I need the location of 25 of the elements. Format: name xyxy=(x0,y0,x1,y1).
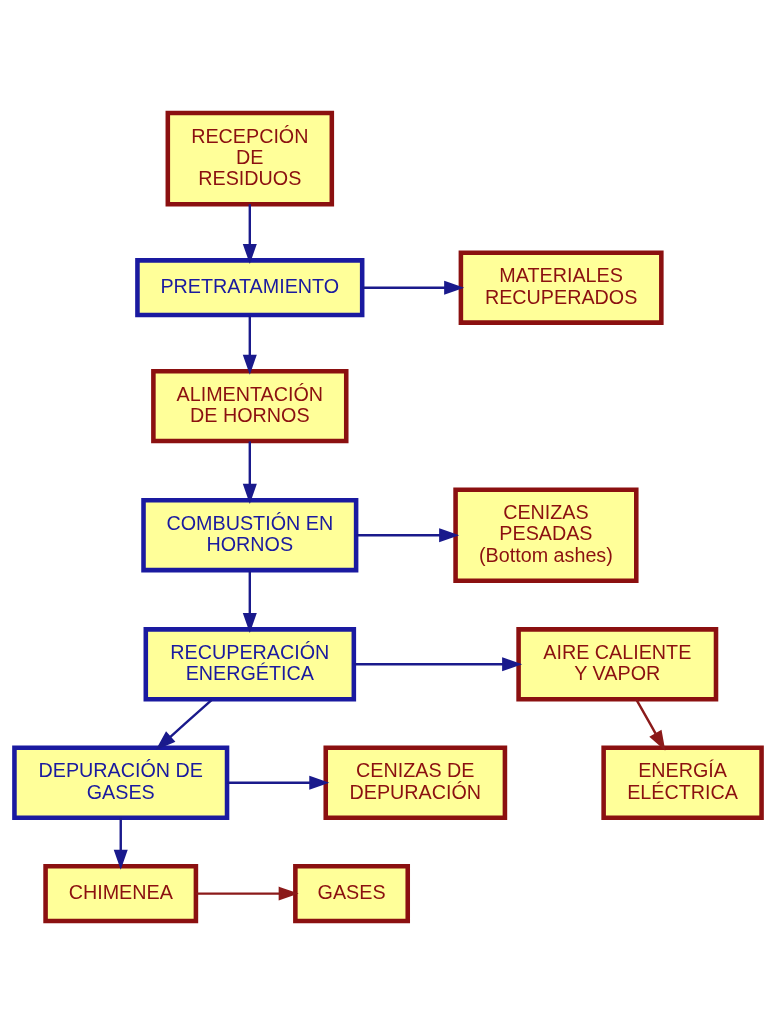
node-box: CHIMENEA xyxy=(43,864,199,924)
arrow xyxy=(242,315,257,375)
arrow xyxy=(635,699,666,751)
arrow xyxy=(113,817,128,870)
arrow xyxy=(242,570,257,633)
arrow xyxy=(356,528,460,543)
node-box: PRETRATAMIENTO xyxy=(135,258,365,318)
node-box: CENIZAS PESADAS (Bottom ashes) xyxy=(453,487,639,584)
node-box: MATERIALES RECUPERADOS xyxy=(458,250,664,325)
node-box: AIRE CALIENTE Y VAPOR xyxy=(516,627,719,702)
arrow xyxy=(196,886,299,901)
node-box: RECUPERACIÓN ENERGÉTICA xyxy=(143,627,357,702)
arrow xyxy=(155,698,213,750)
node-box: RECEPCIÓN DE RESIDUOS xyxy=(165,110,335,207)
node-box: DEPURACIÓN DE GASES xyxy=(12,745,230,820)
arrow xyxy=(242,204,257,264)
node-box: GASES xyxy=(293,864,410,924)
arrow xyxy=(362,280,465,295)
arrow xyxy=(242,441,257,504)
arrow xyxy=(227,775,330,790)
node-box: ENERGÍA ELÉCTRICA xyxy=(601,745,764,820)
node-box: CENIZAS DE DEPURACIÓN xyxy=(323,745,508,820)
arrow xyxy=(353,657,523,672)
node-box: COMBUSTIÓN EN HORNOS xyxy=(141,498,359,573)
node-box: ALIMENTACIÓN DE HORNOS xyxy=(151,368,349,444)
